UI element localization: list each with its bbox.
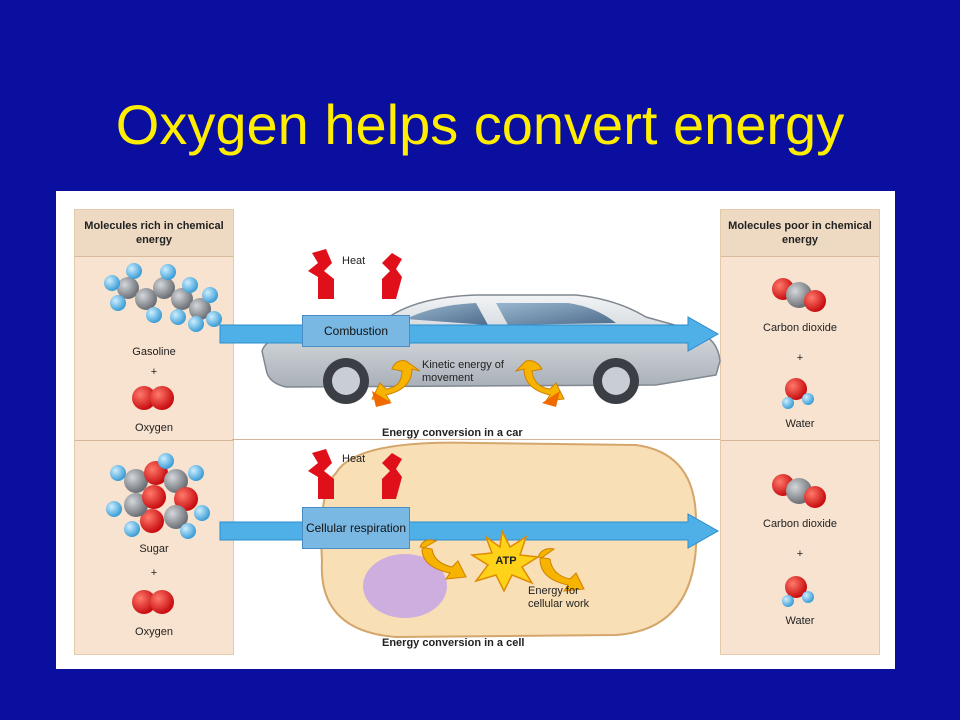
carbon-dioxide-label: Carbon dioxide [763,322,837,334]
cellular-respiration-box: Cellular respiration [302,507,410,549]
car-icon [261,294,721,404]
products-header: Molecules poor in chemical energy [721,210,879,257]
reactants-column: Molecules rich in chemical energy Gasoli… [74,209,234,655]
energy-arrow-icon [419,539,585,592]
combustion-box: Combustion [302,315,410,347]
carbon-dioxide-label: Carbon dioxide [763,518,837,530]
products-divider [721,440,879,441]
sugar-molecule-icon [106,453,210,539]
plus-sign: + [796,352,804,364]
reactants-divider [75,440,233,441]
cellular-work-label: Energy for cellular work [528,585,590,610]
diagram-panel: Molecules rich in chemical energy Gasoli… [56,191,895,669]
heat-label: Heat [342,255,366,267]
heat-arrow-icon [308,449,402,499]
atp-label: ATP [495,555,517,567]
car-caption: Energy conversion in a car [382,427,523,439]
plus-sign: + [796,548,804,560]
heat-label: Heat [342,453,366,465]
reactants-header: Molecules rich in chemical energy [75,210,233,257]
oxygen-molecule-icon [132,386,174,410]
heat-arrow-icon [308,249,402,299]
plus-sign: + [150,567,158,579]
oxygen-label: Oxygen [135,422,173,434]
diagram-artwork [104,249,826,639]
cell-caption: Energy conversion in a cell [382,637,525,649]
plus-sign: + [150,366,158,378]
energy-arrow-icon [371,360,565,407]
atp-star-icon [469,528,541,593]
water-label: Water [785,418,815,430]
gasoline-molecule-icon [104,263,222,332]
carbon-dioxide-molecule-icon [772,278,826,312]
oxygen-label: Oxygen [135,626,173,638]
carbon-dioxide-molecule-icon [772,474,826,508]
kinetic-energy-label: Kinetic energy of movement [422,359,504,384]
water-molecule-icon [782,576,814,607]
row-divider [232,439,720,440]
sugar-label: Sugar [139,543,169,555]
oxygen-molecule-icon [132,590,174,614]
water-label: Water [785,615,815,627]
gasoline-label: Gasoline [132,346,176,358]
water-molecule-icon [782,378,814,409]
slide-title: Oxygen helps convert energy [115,93,845,156]
